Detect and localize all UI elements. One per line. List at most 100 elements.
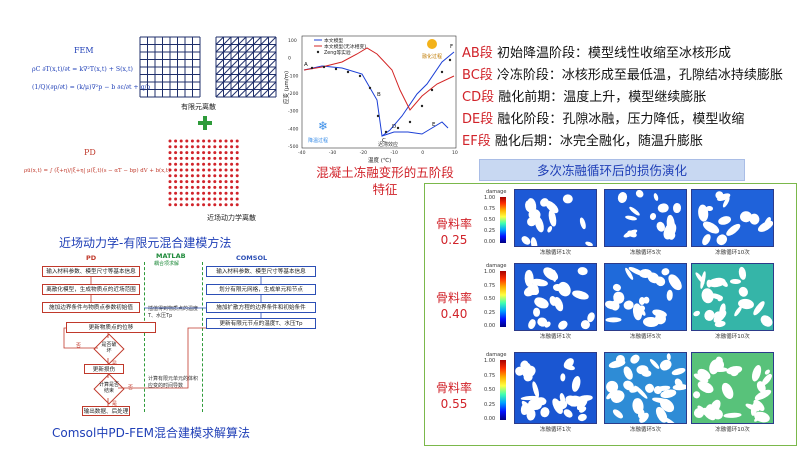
decision-end-label: 计算是否结束 <box>98 382 119 394</box>
pd-particle <box>168 197 172 201</box>
pd-particle <box>224 203 228 207</box>
pd-particle <box>168 156 172 160</box>
flow-col-matlab-sub: 耦合项求解 <box>154 261 180 267</box>
aggregate-particle <box>737 285 750 299</box>
chart-xtick-label: -40 <box>298 150 306 156</box>
aggregate-particle <box>671 366 686 376</box>
pd-particle <box>168 185 172 189</box>
aggregate-particle <box>611 407 625 420</box>
damage-tile <box>691 189 774 247</box>
pd-particle <box>196 180 200 184</box>
aggregate-particle <box>692 389 702 400</box>
pd-particle <box>168 203 172 207</box>
stage-ab: AB段 初始降温阶段：模型线性收缩至冰核形成 <box>462 46 731 61</box>
pd-particle <box>235 168 239 172</box>
pd-particle <box>218 156 222 160</box>
pd-particle <box>230 145 234 149</box>
pd-particle <box>190 191 194 195</box>
pd-particle <box>202 162 206 166</box>
comsol-step-2: 划分有限元网格，生成单元和节点 <box>206 284 316 295</box>
aggregate-particle <box>526 317 537 330</box>
pd-particle <box>235 185 239 189</box>
chart-xlabel: 温度 (℃) <box>368 156 391 164</box>
pd-particle <box>213 203 217 207</box>
pd-particle <box>179 139 183 143</box>
pd-particle <box>196 191 200 195</box>
stage-list: AB段 初始降温阶段：模型线性收缩至冰核形成 BC段 冷冻阶段：冰核形成至最低温… <box>462 42 797 152</box>
pd-particle <box>224 151 228 155</box>
series-no-ice-line <box>303 47 455 111</box>
pd-particle <box>207 168 211 172</box>
colorbar-title: damage <box>486 352 507 358</box>
pd-particle <box>168 151 172 155</box>
pd-particle <box>202 151 206 155</box>
aggregate-particle <box>749 363 763 383</box>
chart-ytick-label: -100 <box>288 73 299 79</box>
stage-cd: CD段 融化前期：温度上升，模型继续膨胀 <box>462 90 707 105</box>
aggregate-particle <box>634 190 646 200</box>
pd-particle <box>230 162 234 166</box>
exp-point <box>448 58 452 62</box>
pd-particle <box>190 145 194 149</box>
pd-particle <box>230 203 234 207</box>
colorbar-tick: 0.50 <box>484 387 496 393</box>
pd-particle <box>185 174 189 178</box>
colorbar-tick: 0.00 <box>484 416 496 422</box>
pd-particle <box>207 180 211 184</box>
pd-particle <box>218 168 222 172</box>
pd-particle <box>213 151 217 155</box>
colorbar-tick: 1.00 <box>484 269 496 275</box>
pd-particle <box>224 174 228 178</box>
pd-particle <box>168 139 172 143</box>
exp-point <box>310 66 314 70</box>
aggregate-particle <box>628 353 642 366</box>
aggregate-particle <box>570 374 583 393</box>
chart-xtick-label: -20 <box>360 150 368 156</box>
pd-particle <box>202 180 206 184</box>
pd-particle <box>202 203 206 207</box>
pd-particle <box>207 203 211 207</box>
pd-particle <box>196 156 200 160</box>
pd-particle <box>213 162 217 166</box>
pd-particle <box>190 139 194 143</box>
pd-particle <box>207 139 211 143</box>
aggregate-particle <box>519 234 532 246</box>
pd-particle <box>230 180 234 184</box>
pd-particle <box>179 197 183 201</box>
damage-header-text: 多次冻融循环后的损伤演化 <box>536 163 687 178</box>
pd-particle <box>230 151 234 155</box>
chart-title: 混凝土冻融变形的五阶段特征 <box>316 165 454 197</box>
aggregate-particle <box>522 284 538 299</box>
pd-particle <box>196 174 200 178</box>
aggregate-particle <box>700 232 713 246</box>
chart-xtick-label: -30 <box>329 150 337 156</box>
comsol-step-4: 更新有限元节点的温度T、水压Tp <box>206 318 316 329</box>
matlab-step-2: 计算有限元单元的体积应变的时间导数 <box>148 376 199 389</box>
pd-particle <box>207 156 211 160</box>
aggregate-particle <box>717 215 733 227</box>
chart-xtick-label: 0 <box>421 150 424 156</box>
pd-particle <box>174 139 178 143</box>
pd-particle <box>202 185 206 189</box>
pd-particle <box>235 162 239 166</box>
pd-particle <box>235 191 239 195</box>
colorbar-tick: 0.25 <box>484 228 496 234</box>
pd-particle <box>202 191 206 195</box>
pd-particle <box>224 191 228 195</box>
pd-particle <box>213 191 217 195</box>
damage-colorbar <box>500 271 506 327</box>
pd-particle <box>185 162 189 166</box>
pd-particle <box>179 162 183 166</box>
colorbar-tick: 0.75 <box>484 206 496 212</box>
exp-point <box>396 126 400 130</box>
damage-panel <box>424 183 797 446</box>
chart-point-label: D <box>392 124 396 130</box>
exp-point <box>408 120 412 124</box>
damage-tile <box>604 352 687 424</box>
matlab-divider-right <box>202 262 203 412</box>
colorbar-tick: 0.50 <box>484 217 496 223</box>
aggregate-particle <box>672 202 681 214</box>
pd-particle <box>213 174 217 178</box>
pd-particle <box>168 180 172 184</box>
